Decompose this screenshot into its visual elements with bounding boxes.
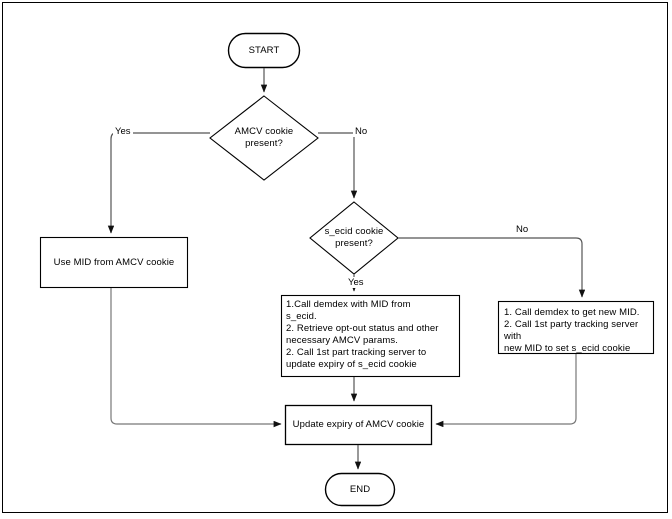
node-amcv-decision[interactable] bbox=[209, 95, 319, 181]
edge-amcv-no-to-secid bbox=[318, 132, 358, 199]
node-demdex-new-mid[interactable] bbox=[497, 300, 655, 355]
end-hit-area[interactable] bbox=[325, 473, 395, 506]
secid-decision-hit-area[interactable] bbox=[310, 202, 398, 274]
demdex-with-mid-hit-area[interactable] bbox=[281, 295, 460, 377]
node-update-expiry[interactable] bbox=[284, 404, 433, 446]
demdex-new-mid-hit-area[interactable] bbox=[498, 301, 654, 354]
node-use-mid[interactable] bbox=[39, 236, 189, 289]
edge-secid-no-to-newmid bbox=[398, 237, 586, 298]
node-start[interactable] bbox=[227, 32, 301, 69]
edge-newmid-to-update bbox=[435, 354, 577, 428]
node-end[interactable] bbox=[324, 472, 396, 507]
node-demdex-with-mid[interactable] bbox=[280, 294, 461, 378]
edge-usemid-to-update bbox=[110, 288, 282, 428]
start-hit-area[interactable] bbox=[228, 33, 300, 68]
update-expiry-hit-area[interactable] bbox=[285, 405, 432, 445]
amcv-decision-hit-area[interactable] bbox=[210, 96, 318, 180]
use-mid-hit-area[interactable] bbox=[40, 237, 188, 288]
edge-amcv-yes-to-use-mid bbox=[107, 132, 210, 234]
